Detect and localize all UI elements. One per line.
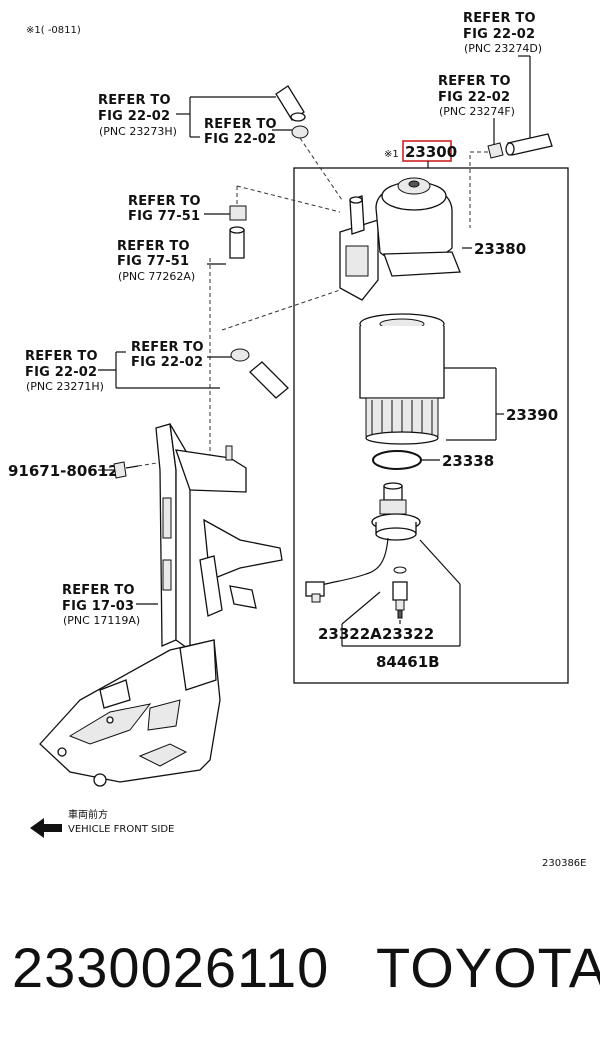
part-84461b-label[interactable]: 84461B (376, 653, 440, 671)
svg-text:REFER TO: REFER TO (463, 11, 536, 26)
part-23390-label[interactable]: 23390 (506, 406, 558, 424)
part-23300-highlight-box[interactable] (402, 140, 452, 162)
svg-text:(PNC 17119A): (PNC 17119A) (63, 614, 140, 627)
callout-pnc-23274f[interactable]: REFER TO FIG 22-02 (PNC 23274F) (438, 74, 515, 118)
bolt-91671-icon (113, 461, 139, 479)
svg-text:FIG 22-02: FIG 22-02 (131, 355, 203, 370)
sensor-23322-icon (365, 482, 421, 575)
svg-text:FIG 77-51: FIG 77-51 (117, 254, 189, 269)
callout-pnc-23274d[interactable]: REFER TO FIG 22-02 (PNC 23274D) (463, 11, 542, 55)
callout-pnc-23273h[interactable]: REFER TO FIG 22-02 (PNC 23273H) (98, 93, 177, 138)
footer-part-number: 2330026110 (12, 936, 330, 999)
svg-text:FIG 22-02: FIG 22-02 (438, 90, 510, 105)
direction-en-label: VEHICLE FRONT SIDE (68, 824, 174, 835)
part-23300-label[interactable]: 23300 (405, 143, 457, 161)
svg-text:REFER TO: REFER TO (438, 74, 511, 89)
svg-text:REFER TO: REFER TO (62, 583, 135, 598)
svg-text:(PNC 23274F): (PNC 23274F) (439, 105, 515, 118)
svg-text:(PNC 77262A): (PNC 77262A) (118, 270, 195, 283)
svg-text:REFER TO: REFER TO (204, 117, 277, 132)
part-23380-label[interactable]: 23380 (474, 240, 526, 258)
part-23322a-label[interactable]: 23322A (318, 625, 382, 643)
part-23338-label[interactable]: 23338 (442, 452, 494, 470)
figure-code: 230386E (542, 858, 587, 869)
callout-pnc-77262a[interactable]: REFER TO FIG 77-51 (PNC 77262A) (117, 239, 195, 283)
mounting-bracket-icon (39, 423, 283, 787)
fuel-filter-23390-icon (359, 313, 445, 445)
svg-text:REFER TO: REFER TO (117, 239, 190, 254)
svg-text:FIG 22-02: FIG 22-02 (25, 365, 97, 380)
sensor-84461b-icon (392, 566, 408, 619)
svg-text:FIG 17-03: FIG 17-03 (62, 599, 134, 614)
callout-fig-77-51-clip[interactable]: REFER TO FIG 77-51 (128, 194, 201, 224)
svg-text:REFER TO: REFER TO (98, 93, 171, 108)
svg-text:FIG 22-02: FIG 22-02 (463, 27, 535, 42)
svg-text:(PNC 23274D): (PNC 23274D) (464, 42, 542, 55)
hose-23273h-icon (275, 85, 306, 122)
o-ring-23338-icon (372, 450, 422, 470)
callout-pnc-23271h[interactable]: REFER TO FIG 22-02 (PNC 23271H) (25, 349, 104, 393)
callout-pnc-17119a[interactable]: REFER TO FIG 17-03 (PNC 17119A) (62, 583, 140, 627)
hose-77262a-icon (229, 226, 245, 259)
clamp-icon (291, 125, 309, 139)
callout-fig-22-02-clamp[interactable]: REFER TO FIG 22-02 (204, 117, 277, 147)
svg-text:FIG 22-02: FIG 22-02 (98, 109, 170, 124)
svg-text:FIG 77-51: FIG 77-51 (128, 209, 200, 224)
svg-text:REFER TO: REFER TO (128, 194, 201, 209)
hose-23271h-icon (249, 361, 289, 399)
connector-23322a-icon (305, 573, 367, 603)
svg-text:REFER TO: REFER TO (131, 340, 204, 355)
part-23300-prefix: ※1 (384, 149, 399, 160)
callout-fig-22-02-lower[interactable]: REFER TO FIG 22-02 (131, 340, 204, 370)
assembly-frame (293, 167, 569, 684)
applicability-note: ※1( -0811) (26, 25, 81, 36)
vehicle-front-arrow-icon (30, 818, 62, 838)
direction-jp-label: 車両前方 (68, 808, 108, 821)
hose-23274d-icon (505, 133, 553, 156)
clamp-lower-icon (230, 348, 250, 362)
clip-23274f-icon (487, 142, 504, 159)
part-91671-80612-label[interactable]: 91671-80612 (8, 462, 119, 480)
part-23322-label[interactable]: 23322 (382, 625, 434, 643)
filter-head-23380-icon (339, 177, 461, 301)
svg-text:(PNC 23271H): (PNC 23271H) (26, 380, 104, 393)
clip-77-51-icon (229, 205, 247, 221)
svg-text:REFER TO: REFER TO (25, 349, 98, 364)
svg-text:FIG 22-02: FIG 22-02 (204, 132, 276, 147)
svg-text:(PNC 23273H): (PNC 23273H) (99, 125, 177, 138)
footer-brand-name: TOYOTA (376, 936, 600, 999)
